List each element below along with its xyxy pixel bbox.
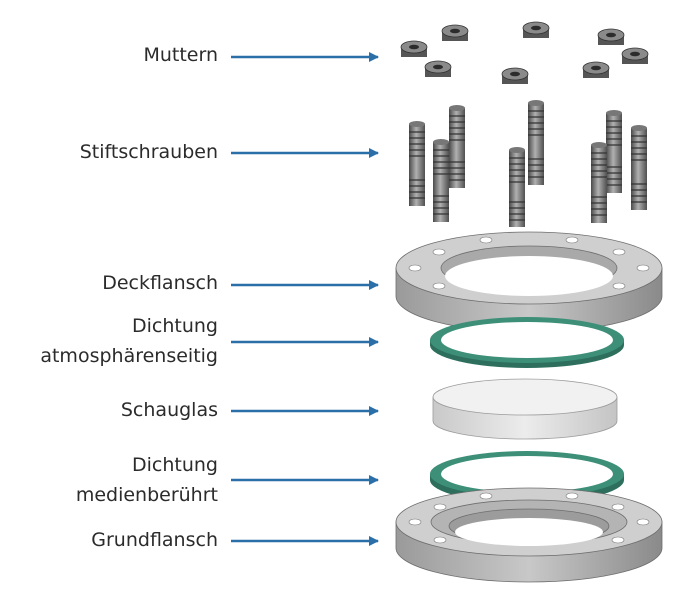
stud-bolt [591,142,607,223]
label-stiftschrauben: Stiftschrauben [79,141,218,163]
label-dichtung-medienberuehrt-line2: medienberührt [75,484,218,506]
stud-bolt [509,147,525,227]
label-dichtung-atmosphaerenseitig-line2: atmosphärenseitig [40,345,218,367]
stud-bolts-group [409,100,647,227]
nut [400,40,428,57]
label-schauglas: Schauglas [120,399,218,421]
stud-bolt [433,139,449,222]
gasket-atmosphere-side [430,317,624,368]
nut [597,28,625,45]
nut [501,67,529,84]
nut [424,60,452,77]
cover-flange [395,231,663,333]
label-deckflansch: Deckflansch [102,272,218,294]
base-flange [395,487,663,583]
sight-glass [432,378,618,440]
stud-bolt [409,121,425,206]
stud-bolt [606,110,622,193]
stud-bolt [631,125,647,210]
label-muttern: Muttern [143,44,218,66]
nut [441,24,469,41]
stud-bolt [449,105,465,188]
label-dichtung-medienberuehrt-line1: Dichtung [132,454,218,476]
arrows [231,52,379,546]
nuts-group [400,21,649,84]
nut [582,61,610,78]
nut [621,47,649,64]
nut [522,21,550,38]
label-dichtung-atmosphaerenseitig-line1: Dichtung [132,315,218,337]
stud-bolt [528,100,544,185]
label-grundflansch: Grundflansch [91,529,218,551]
